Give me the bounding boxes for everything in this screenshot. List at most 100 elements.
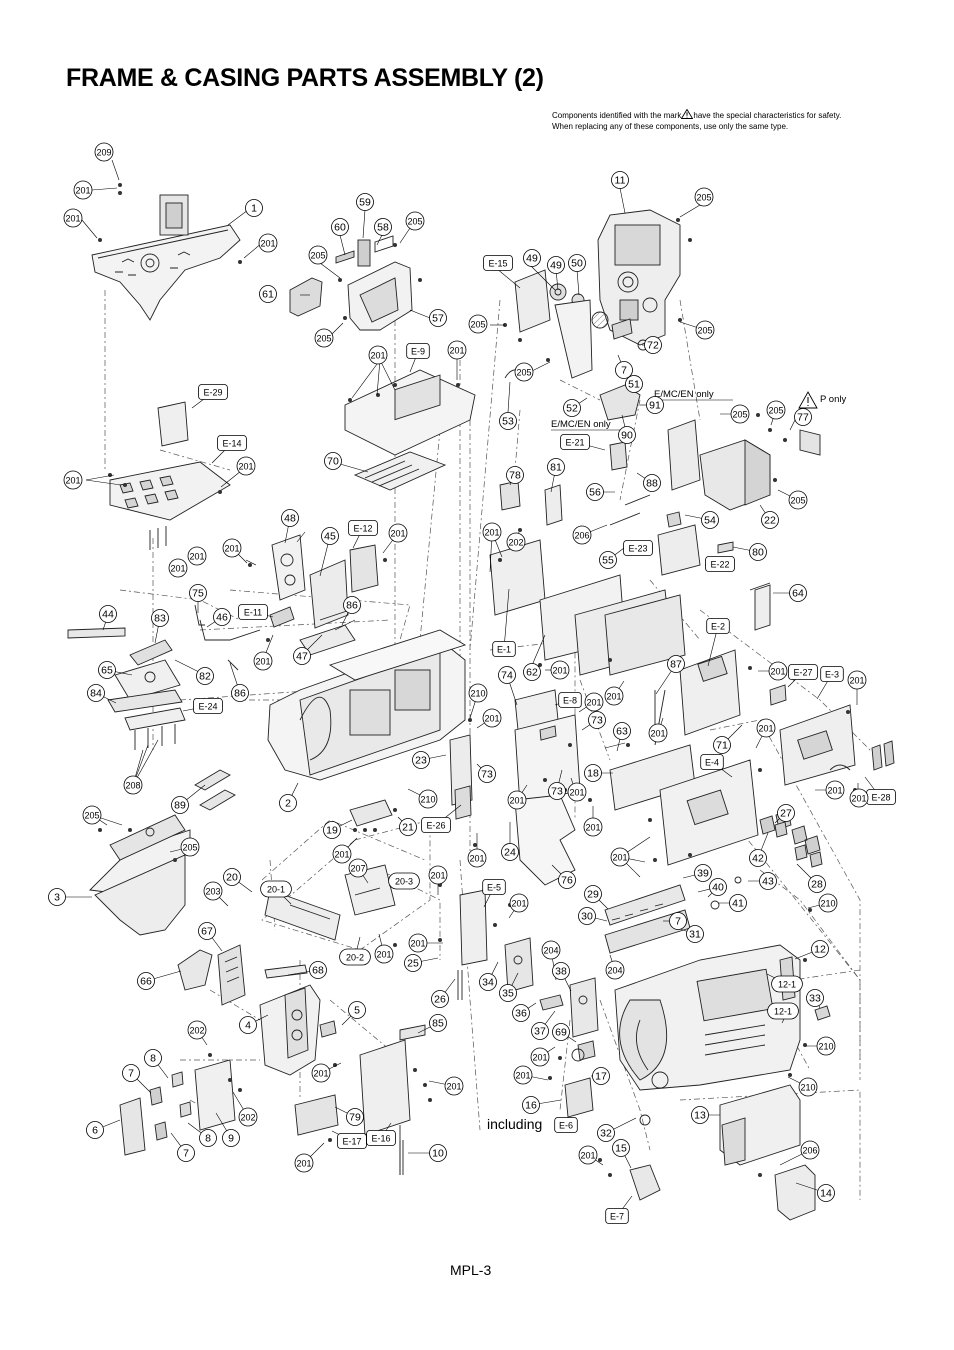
callout-label: 201 bbox=[65, 214, 80, 224]
callout-44: 44 bbox=[99, 605, 117, 623]
callout-210-c: 210 bbox=[818, 893, 838, 913]
callout-circle bbox=[547, 458, 565, 476]
callout-circle bbox=[552, 1023, 570, 1041]
callout-circle bbox=[825, 780, 845, 800]
callout-E2: E-2 bbox=[706, 618, 730, 634]
callout-4: 4 bbox=[239, 1016, 257, 1034]
callout-circle bbox=[87, 684, 105, 702]
callout-label: 25 bbox=[407, 958, 419, 970]
emcen-only-label-2: E/MC/EN only bbox=[551, 419, 611, 430]
callout-201-g: 201 bbox=[63, 470, 83, 490]
callout-circle bbox=[811, 940, 829, 958]
callout-label: E-5 bbox=[487, 883, 501, 893]
callout-label: 66 bbox=[140, 976, 152, 988]
callout-label: 26 bbox=[434, 994, 446, 1006]
callout-circle bbox=[507, 790, 527, 810]
callout-circle bbox=[767, 1002, 799, 1020]
callout-circle bbox=[279, 794, 297, 812]
callout-circle bbox=[756, 718, 776, 738]
callout-201-l: 201 bbox=[222, 538, 242, 558]
callout-label: 201 bbox=[580, 1151, 595, 1161]
callout-box bbox=[366, 1130, 396, 1146]
callout-67: 67 bbox=[198, 922, 216, 940]
callout-box bbox=[217, 435, 247, 451]
part-sketches bbox=[67, 194, 895, 1221]
callout-205-b: 205 bbox=[405, 211, 425, 231]
callout-E12: E-12 bbox=[348, 520, 378, 536]
callout-circle bbox=[478, 765, 496, 783]
callout-201-s: 201 bbox=[648, 723, 668, 743]
callout-circle bbox=[203, 881, 223, 901]
including-label: including bbox=[487, 1116, 542, 1132]
callout-circle bbox=[691, 1106, 709, 1124]
callout-label: 59 bbox=[359, 197, 371, 209]
callout-201-j: 201 bbox=[482, 522, 502, 542]
callout-207: 207 bbox=[348, 858, 368, 878]
callout-E6: E-6 bbox=[554, 1117, 578, 1133]
callout-circle bbox=[86, 1121, 104, 1139]
callout-circle bbox=[618, 426, 636, 444]
callout-201-ad: 201 bbox=[428, 865, 448, 885]
callout-label: 209 bbox=[96, 148, 111, 158]
callout-17: 17 bbox=[592, 1067, 610, 1085]
callout-circle bbox=[447, 340, 467, 360]
callout-circle bbox=[168, 558, 188, 578]
callout-90: 90 bbox=[618, 426, 636, 444]
callout-label: 7 bbox=[621, 365, 627, 377]
callout-E16: E-16 bbox=[366, 1130, 396, 1146]
callout-circle bbox=[123, 775, 143, 795]
callout-circle bbox=[506, 466, 524, 484]
callout-E28: E-28 bbox=[866, 789, 896, 805]
callout-label: 205 bbox=[84, 811, 99, 821]
callout-205-l: 205 bbox=[180, 837, 200, 857]
callout-label: E-29 bbox=[203, 388, 222, 398]
callout-208: 208 bbox=[123, 775, 143, 795]
callout-7-d: 7 bbox=[177, 1144, 195, 1162]
callout-circle bbox=[137, 972, 155, 990]
part-16 bbox=[564, 1077, 594, 1118]
callout-201-ai: 201 bbox=[444, 1076, 464, 1096]
callout-circle bbox=[189, 584, 207, 602]
callout-label: 210 bbox=[818, 1042, 833, 1052]
callout-circle bbox=[578, 907, 596, 925]
part-68 bbox=[264, 964, 308, 979]
callout-E23: E-23 bbox=[623, 540, 653, 556]
part-e9-frame bbox=[344, 369, 476, 491]
callout-label: 205 bbox=[697, 326, 712, 336]
callout-label: 13 bbox=[694, 1110, 706, 1122]
callout-circle bbox=[236, 456, 256, 476]
callout-label: 54 bbox=[704, 515, 716, 527]
callout-20: 20 bbox=[223, 868, 241, 886]
callout-circle bbox=[613, 722, 631, 740]
callout-18: 18 bbox=[584, 764, 602, 782]
callout-70: 70 bbox=[324, 452, 342, 470]
callout-label: 201 bbox=[296, 1159, 311, 1169]
callout-7-b: 7 bbox=[669, 912, 687, 930]
callout-circle bbox=[63, 470, 83, 490]
callout-label: 208 bbox=[125, 781, 140, 791]
callout-circle bbox=[187, 1020, 207, 1040]
callout-label: 49 bbox=[526, 253, 538, 265]
callout-label: 201 bbox=[509, 796, 524, 806]
callout-29: 29 bbox=[584, 885, 602, 903]
callout-78: 78 bbox=[506, 466, 524, 484]
warning-triangle-icon bbox=[681, 109, 694, 119]
callout-30: 30 bbox=[578, 907, 596, 925]
callout-201-e: 201 bbox=[447, 340, 467, 360]
callout-label: 201 bbox=[446, 1082, 461, 1092]
callout-83: 83 bbox=[151, 609, 169, 627]
callout-circle bbox=[794, 408, 812, 426]
callout-label: E-24 bbox=[198, 702, 217, 712]
callout-circle bbox=[816, 1036, 836, 1056]
callout-205-e: 205 bbox=[468, 314, 488, 334]
callout-203: 203 bbox=[203, 881, 223, 901]
callout-circle bbox=[343, 596, 361, 614]
callout-label: 79 bbox=[349, 1112, 361, 1124]
callout-12-1a: 12-1 bbox=[771, 975, 803, 993]
callout-circle bbox=[669, 912, 687, 930]
part-e7-bracket bbox=[629, 1114, 661, 1201]
part-20-assembly bbox=[264, 864, 396, 941]
callout-E4: E-4 bbox=[700, 754, 724, 770]
